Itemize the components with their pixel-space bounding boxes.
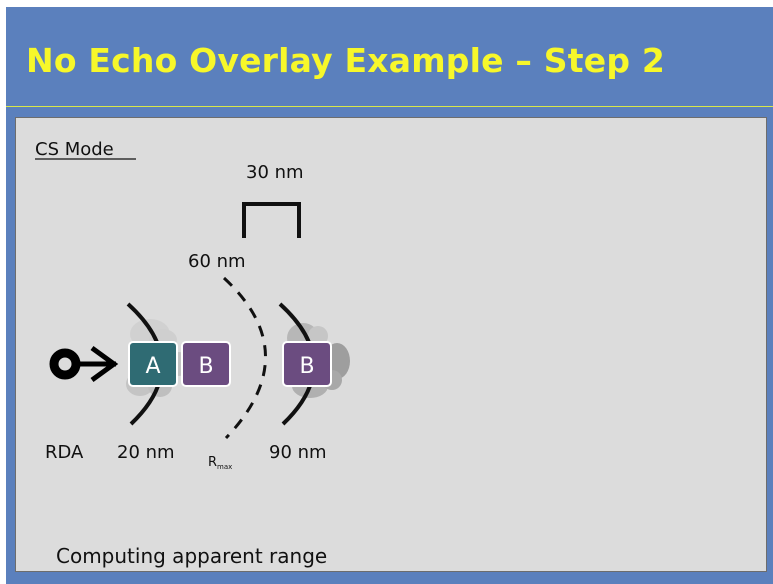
slide-title: No Echo Overlay Example – Step 2 [26,41,665,80]
target-block-b-actual: B [282,341,332,387]
range-30-label: 30 nm [246,162,304,183]
target-b-apparent-label: B [198,354,213,379]
target-a-label: A [145,354,160,379]
rmax-label: Rmax [208,455,232,471]
diagram-panel: CS Mode 30 nm 60 nm [15,117,767,572]
status-text: Computing apparent range [56,544,327,568]
range-20-label: 20 nm [117,442,175,463]
rmax-main: R [208,455,217,470]
range-60-label: 60 nm [188,251,246,272]
target-block-a: A [128,341,178,387]
rda-label: RDA [45,442,84,463]
title-divider [6,106,773,107]
rmax-dashed-arc [222,276,267,440]
radar-icon [49,345,119,383]
target-b-actual-label: B [299,354,314,379]
target-block-b-apparent: B [181,341,231,387]
rmax-subscript: max [217,463,232,471]
echo-overlay-diagram: CS Mode 30 nm 60 nm [35,139,350,568]
range-30-bracket [242,202,301,238]
mode-label: CS Mode [35,139,114,160]
range-90-label: 90 nm [269,442,327,463]
